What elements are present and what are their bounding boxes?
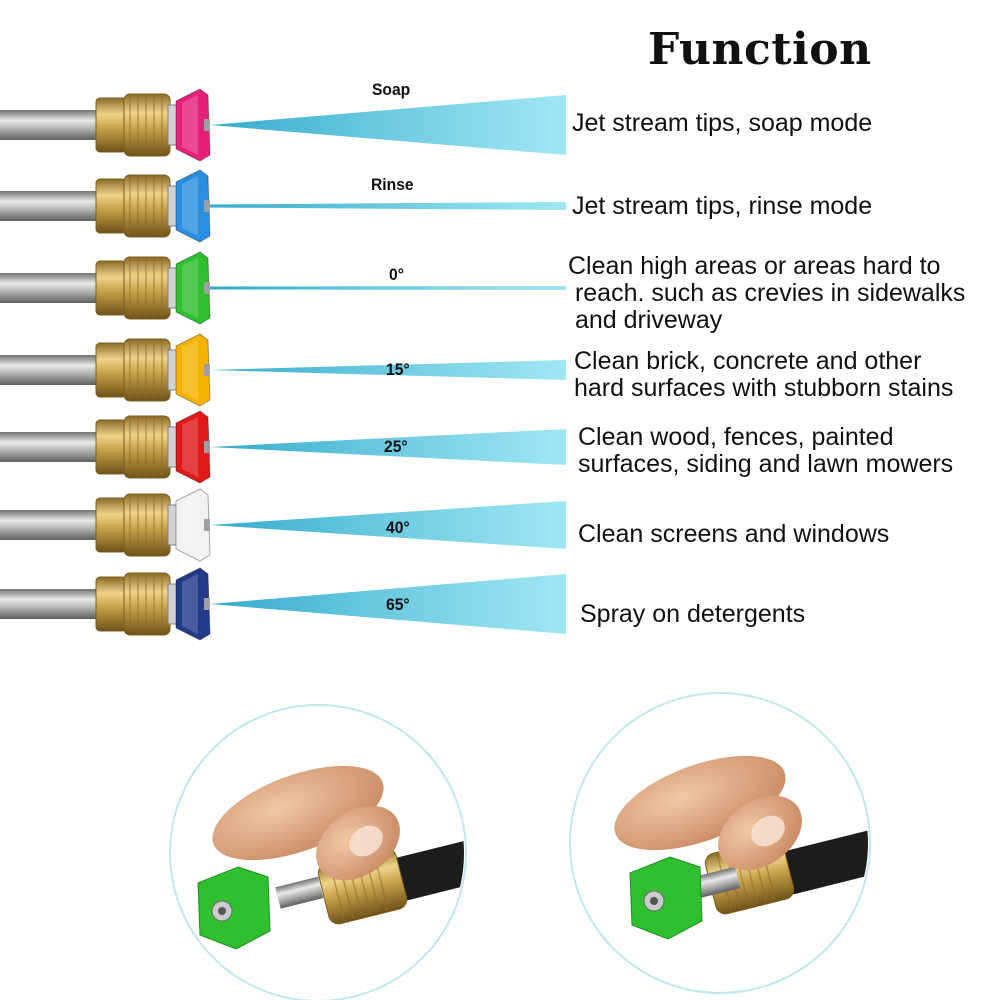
nozzle-row — [0, 88, 566, 162]
nozzle-row — [0, 333, 566, 407]
nozzle-tip — [175, 488, 211, 562]
nozzle-description: Spray on detergents — [580, 600, 806, 628]
nozzle-label: Rinse — [371, 175, 414, 194]
nozzle-description: Clean brick, concrete and other hard sur… — [574, 347, 954, 402]
spray-fan — [210, 95, 566, 155]
nozzle-row — [0, 410, 566, 484]
nozzle-description: Clean wood, fences, painted surfaces, si… — [578, 423, 954, 478]
nozzle-label: 65° — [386, 595, 410, 614]
spray-fan — [210, 574, 566, 634]
steel-wand — [0, 432, 102, 462]
nozzle-row — [0, 169, 566, 243]
nozzle-tip — [175, 567, 211, 641]
spray-fan — [210, 202, 566, 210]
nozzle-tip — [175, 410, 211, 484]
hand-photo — [169, 704, 467, 1000]
page-title: Function — [648, 24, 872, 75]
spray-fan — [210, 360, 566, 380]
nozzle-row — [0, 567, 566, 641]
steel-wand — [0, 273, 102, 303]
nozzle-description: Clean screens and windows — [578, 520, 890, 548]
brass-coupler — [95, 256, 179, 320]
steel-wand — [0, 110, 102, 140]
nozzle-description: Jet stream tips, soap mode — [572, 109, 873, 137]
steel-wand — [0, 191, 102, 221]
nozzle-label: 15° — [386, 360, 410, 379]
steel-wand — [0, 355, 102, 385]
brass-coupler — [95, 93, 179, 157]
hand-photo — [569, 692, 871, 994]
brass-coupler — [95, 338, 179, 402]
nozzle-label: 0° — [389, 265, 404, 284]
nozzle-tip — [175, 333, 211, 407]
spray-fan — [210, 286, 566, 290]
nozzle-label: 25° — [384, 437, 408, 456]
nozzle-label: Soap — [372, 80, 411, 99]
nozzle-description: Clean high areas or areas hard to reach.… — [568, 252, 966, 334]
steel-wand — [0, 510, 102, 540]
brass-coupler — [95, 174, 179, 238]
nozzle-description: Jet stream tips, rinse mode — [572, 192, 873, 220]
nozzle-tip — [175, 251, 211, 325]
nozzle-tip — [175, 88, 211, 162]
nozzle-row — [0, 251, 566, 325]
spray-fan — [210, 501, 566, 549]
brass-coupler — [95, 572, 179, 636]
nozzle-row — [0, 488, 566, 562]
spray-fan — [210, 429, 566, 465]
steel-wand — [0, 589, 102, 619]
nozzle-tip — [175, 169, 211, 243]
brass-coupler — [95, 415, 179, 479]
nozzle-label: 40° — [386, 518, 410, 537]
brass-coupler — [95, 493, 179, 557]
